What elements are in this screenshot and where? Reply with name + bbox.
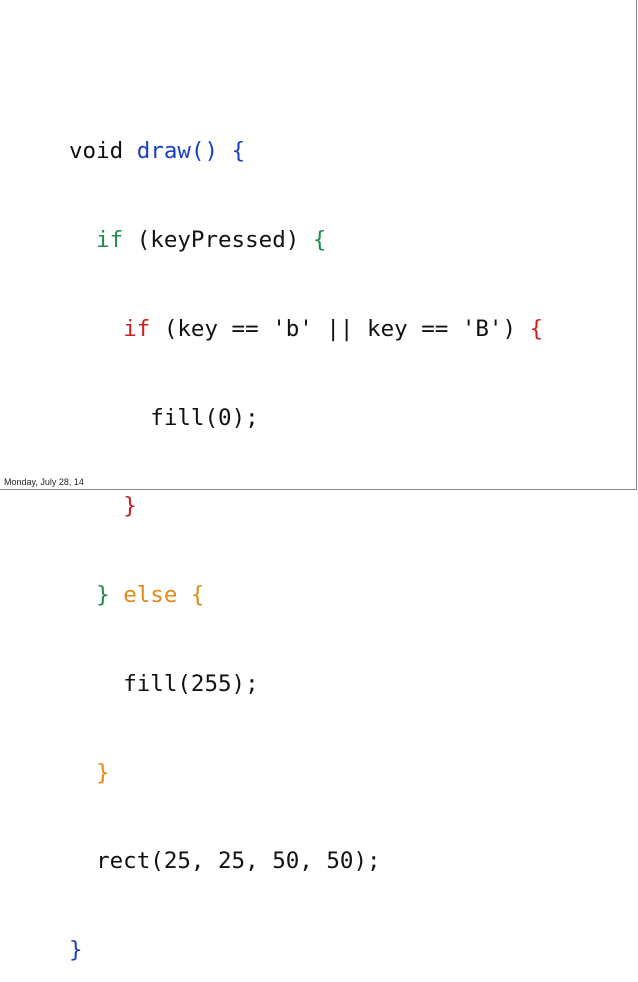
brace-open-draw: { — [231, 138, 246, 165]
code-line-6: } else { — [69, 581, 543, 611]
condition-keypressed: (keyPressed) — [123, 226, 313, 253]
statement-fill-255: fill(255); — [123, 670, 259, 697]
keyword-void: void — [69, 138, 124, 165]
brace-close-else: } — [96, 759, 110, 786]
brace-close-if-inner: } — [123, 493, 137, 520]
code-line-7: fill(255); — [69, 670, 543, 700]
code-line-10: } — [69, 936, 543, 966]
code-line-5: } — [69, 492, 543, 522]
code-line-9: rect(25, 25, 50, 50); — [69, 847, 543, 877]
condition-key: (key == 'b' || key == 'B') — [150, 315, 530, 342]
keyword-else: else — [123, 582, 191, 609]
code-block: void draw() { if (keyPressed) { if (key … — [69, 78, 543, 982]
code-line-8: } — [69, 759, 543, 789]
code-line-1: void draw() { — [69, 137, 543, 167]
slide: void draw() { if (keyPressed) { if (key … — [0, 0, 637, 963]
footer-date: Monday, July 28, 14 — [4, 477, 84, 487]
code-line-3: if (key == 'b' || key == 'B') { — [69, 315, 543, 345]
brace-open-else: { — [190, 582, 205, 609]
statement-fill-0: fill(0); — [150, 404, 259, 431]
brace-open-if-inner: { — [529, 315, 544, 342]
brace-close-if-outer: } — [96, 582, 124, 609]
statement-rect: rect(25, 25, 50, 50); — [96, 848, 381, 875]
keyword-if-inner: if — [123, 315, 151, 342]
code-line-2: if (keyPressed) { — [69, 226, 543, 256]
keyword-if-outer: if — [96, 226, 124, 253]
brace-open-if-outer: { — [312, 226, 327, 253]
brace-close-draw: } — [69, 937, 83, 964]
function-name: draw() — [136, 138, 232, 165]
code-line-4: fill(0); — [69, 404, 543, 434]
